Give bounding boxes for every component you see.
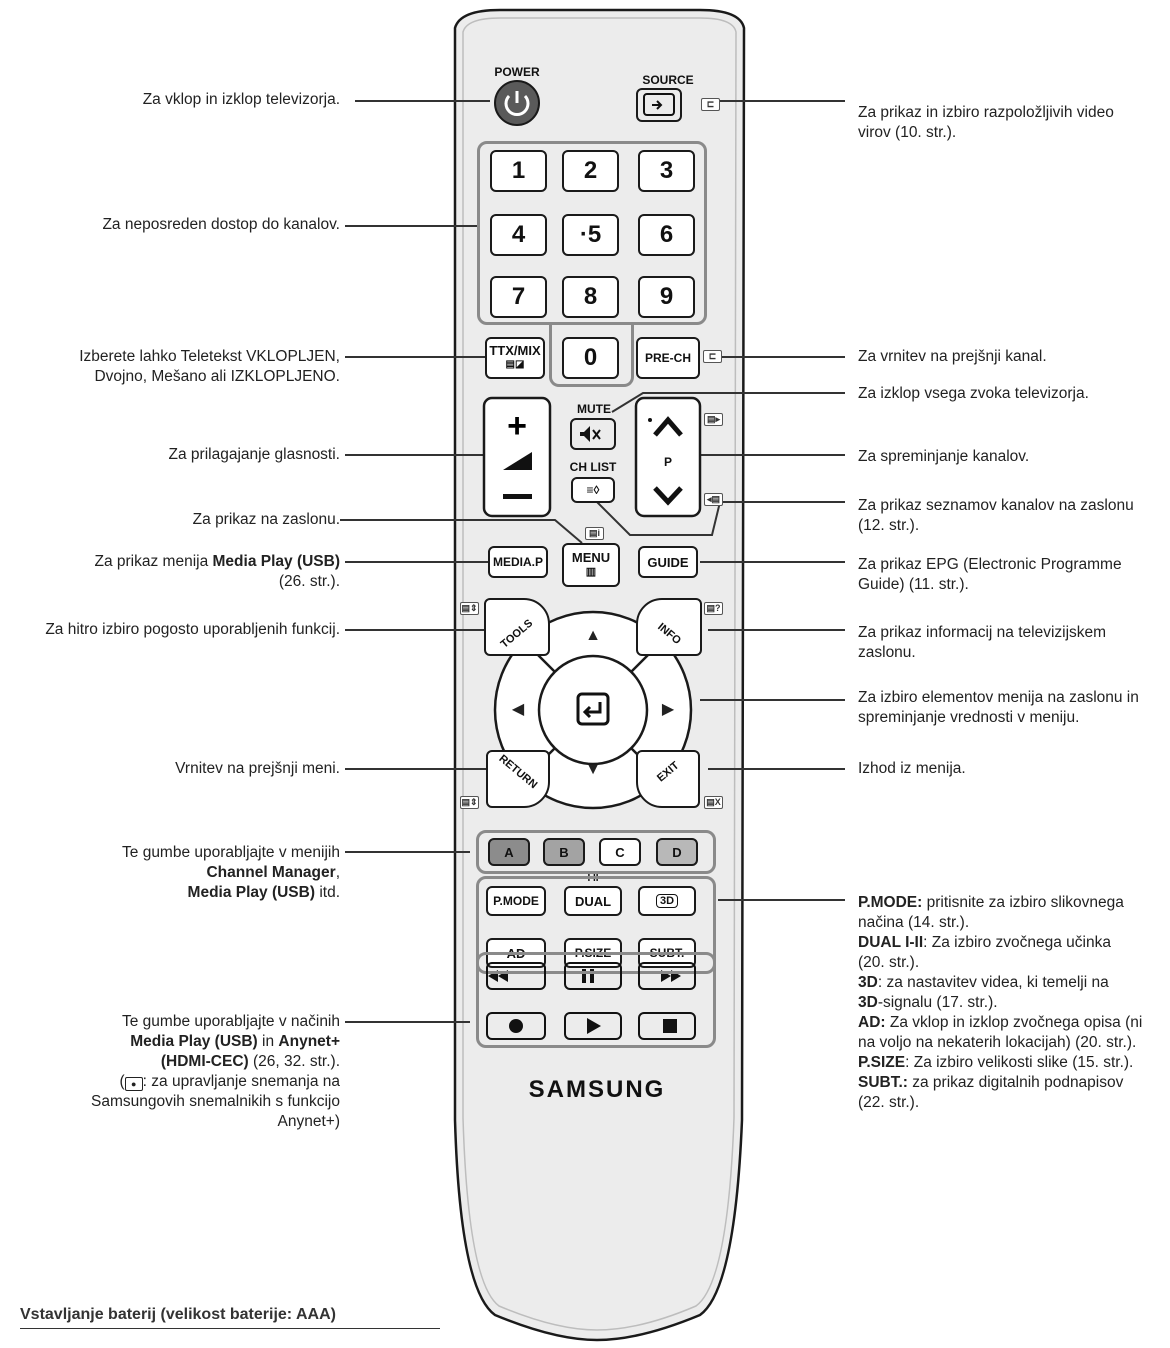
annotation-power: Za vklop in izklop televizorja.	[142, 91, 340, 108]
ttx-mix-label: TTX/MIX	[489, 343, 541, 358]
list-icon: ≡◊	[586, 483, 600, 497]
annotation-tools: Za hitro izbiro pogosto uporabljenih fun…	[45, 621, 340, 638]
channel-rocker[interactable]	[636, 398, 700, 516]
ttx-icon: ▤i	[585, 527, 604, 540]
p-label: P	[663, 455, 672, 469]
pause-button[interactable]	[564, 962, 622, 990]
number-key-1[interactable]: 1	[490, 150, 547, 192]
annotation-dpad: Za izbiro elementov menija na zaslonu in…	[858, 689, 1139, 726]
media-p-button[interactable]: MEDIA.P	[488, 546, 548, 578]
dpad-left-button[interactable]: ◀	[511, 701, 525, 718]
ttx-mix-icon: ▤◪	[505, 359, 525, 370]
tools-button[interactable]: TOOLS	[484, 598, 550, 656]
exit-label: EXIT	[654, 759, 682, 785]
zero-key-group	[549, 322, 634, 387]
mode-keys-group	[476, 876, 716, 974]
annotation-guide: Za prikaz EPG (Electronic Programme Guid…	[858, 556, 1122, 593]
number-key-6[interactable]: 6	[638, 214, 695, 256]
rewind-button[interactable]	[486, 962, 546, 990]
3d-icon: 3D	[655, 894, 679, 908]
return-button[interactable]: RETURN	[486, 750, 550, 808]
annotation-mode-keys: P.MODE: pritisnite za izbiro slikovnega …	[858, 894, 1143, 1111]
power-button[interactable]	[495, 81, 539, 125]
ttx-icon: ▤⇕	[460, 602, 479, 615]
dual-button[interactable]: DUAL	[564, 886, 622, 916]
color-key-b[interactable]: B	[543, 838, 585, 866]
annotation-menu: Za prikaz na zaslonu.	[192, 511, 340, 528]
ch-list-button[interactable]: ≡◊	[571, 477, 615, 503]
svg-text:+: +	[507, 407, 527, 445]
dpad-right-button[interactable]: ▶	[661, 701, 675, 718]
color-key-d[interactable]: D	[656, 838, 698, 866]
3d-button[interactable]: 3D	[638, 886, 696, 916]
mute-button[interactable]	[570, 418, 616, 450]
number-key-9[interactable]: 9	[638, 276, 695, 318]
ttx-icon: ▤X	[704, 796, 723, 809]
number-key-7[interactable]: 7	[490, 276, 547, 318]
dpad-up-button[interactable]: ▲	[585, 627, 601, 644]
playback-keys-group	[476, 952, 716, 1048]
ttx-icon: ◂▤	[704, 493, 723, 506]
brand-logo: SAMSUNG	[528, 1076, 666, 1103]
number-key-8[interactable]: 8	[562, 276, 619, 318]
info-label: INFO	[655, 620, 683, 648]
volume-rocker[interactable]	[484, 398, 550, 516]
annotation-ttx: Izberete lahko Teletekst VKLOPLJEN, Dvoj…	[79, 348, 340, 385]
guide-button[interactable]: GUIDE	[638, 546, 698, 578]
p-mode-button[interactable]: P.MODE	[486, 886, 546, 916]
annotation-channel: Za spreminjanje kanalov.	[858, 448, 1030, 465]
play-button[interactable]	[564, 1012, 622, 1040]
annotation-number-keys: Za neposreden dostop do kanalov.	[102, 216, 340, 233]
source-label: SOURCE	[642, 73, 694, 87]
annotation-media-p: Za prikaz menija Media Play (USB) (26. s…	[94, 553, 341, 590]
number-keys-group	[477, 141, 707, 325]
return-label: RETURN	[496, 752, 540, 792]
power-label: POWER	[494, 65, 540, 79]
battery-section-heading: Vstavljanje baterij (velikost baterije: …	[20, 1306, 440, 1329]
number-key-4[interactable]: 4	[490, 214, 547, 256]
record-icon: ●	[124, 1077, 143, 1091]
annotation-ch-list: Za prikaz seznamov kanalov na zaslonu (1…	[858, 497, 1134, 534]
annotation-return: Vrnitev na prejšnji meni.	[175, 760, 340, 777]
stop-button[interactable]	[638, 1012, 696, 1040]
pre-ch-button[interactable]: PRE-CH	[636, 337, 700, 379]
number-key-2[interactable]: 2	[562, 150, 619, 192]
ttx-mix-button[interactable]: TTX/MIX ▤◪	[485, 337, 545, 379]
menu-icon: ▥	[585, 566, 597, 578]
fast-forward-button[interactable]	[638, 962, 696, 990]
number-key-5[interactable]: ·5	[562, 214, 619, 256]
ttx-icon: ▤▸	[704, 413, 723, 426]
annotation-volume: Za prilagajanje glasnosti.	[168, 446, 340, 463]
ch-list-label: CH LIST	[569, 460, 617, 474]
number-key-0[interactable]: 0	[562, 337, 619, 379]
source-button[interactable]	[636, 88, 682, 122]
ttx-icon: ▤?	[704, 602, 723, 615]
annotation-playback-keys: Te gumbe uporabljajte v načinih Media Pl…	[91, 1013, 340, 1130]
ttx-icon: ⊏	[701, 98, 720, 111]
exit-button[interactable]: EXIT	[636, 750, 700, 808]
annotation-exit: Izhod iz menija.	[858, 760, 966, 777]
annotation-mute: Za izklop vsega zvoka televizorja.	[858, 385, 1089, 402]
info-button[interactable]: INFO	[636, 598, 702, 656]
annotation-color-keys: Te gumbe uporabljajte v menijih Channel …	[122, 844, 340, 901]
mute-label: MUTE	[577, 402, 611, 416]
record-button[interactable]	[486, 1012, 546, 1040]
dpad-down-button[interactable]: ▼	[585, 761, 601, 778]
ttx-icon: ▤⇕	[460, 796, 479, 809]
color-key-a[interactable]: A	[488, 838, 530, 866]
annotation-source: Za prikaz in izbiro razpoložljivih video…	[858, 104, 1114, 141]
annotation-info: Za prikaz informacij na televizijskem za…	[858, 624, 1107, 661]
menu-label: MENU	[571, 550, 611, 565]
enter-button[interactable]	[553, 670, 633, 750]
number-key-3[interactable]: 3	[638, 150, 695, 192]
annotation-pre-ch: Za vrnitev na prejšnji kanal.	[858, 348, 1047, 365]
tools-label: TOOLS	[498, 617, 536, 651]
color-key-c[interactable]: C	[599, 838, 641, 866]
menu-button[interactable]: MENU ▥	[562, 543, 620, 587]
color-keys-group	[476, 830, 716, 874]
ttx-icon: ⊏	[703, 350, 722, 363]
